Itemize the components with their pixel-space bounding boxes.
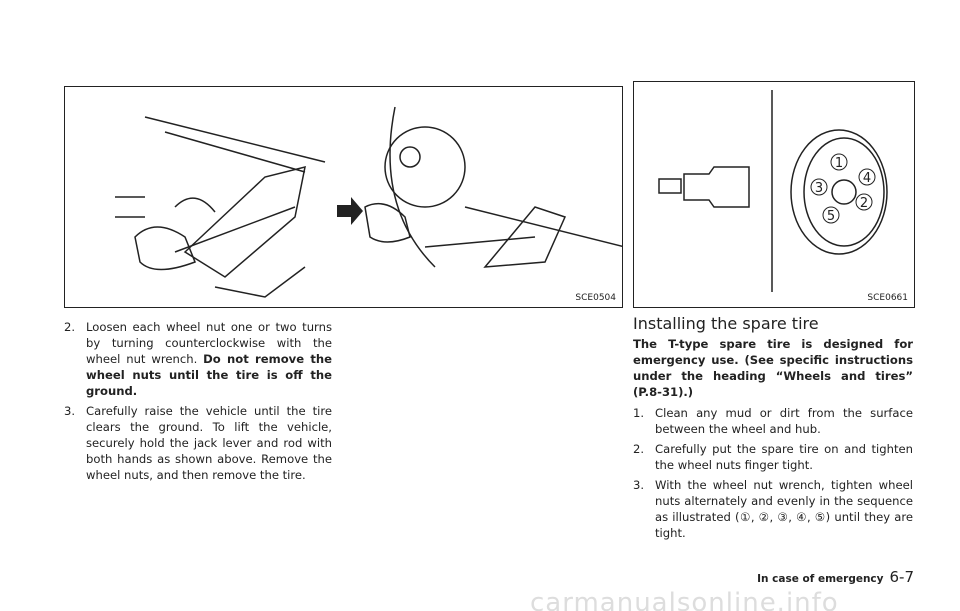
nut-label-2: 2 xyxy=(860,196,868,211)
page-number: 6-7 xyxy=(889,568,915,586)
jack-drawing xyxy=(115,106,626,298)
step-text: Carefully raise the vehicle until the ti… xyxy=(86,404,332,482)
jack-illustration: SCE0504 xyxy=(64,86,626,308)
nut-label-1: 1 xyxy=(835,156,843,171)
section-heading: Installing the spare tire xyxy=(633,314,819,333)
nut-label-4: 4 xyxy=(863,171,871,186)
right-column: Installing the spare tire The T-type spa… xyxy=(633,316,913,545)
page-footer: In case of emergency 6-7 xyxy=(757,568,914,586)
watermark: carmanualsonline.info xyxy=(530,588,839,611)
nut-label-5: 5 xyxy=(827,209,835,224)
step-number: 2. xyxy=(64,320,76,334)
section-intro: The T-type spare tire is designed for em… xyxy=(633,337,913,399)
step-item: 1. Clean any mud or dirt from the surface… xyxy=(633,405,913,437)
step-number: 3. xyxy=(633,478,645,492)
left-column: 2. Loosen each wheel nut one or two turn… xyxy=(64,319,332,487)
step-text: Clean any mud or dirt from the surface b… xyxy=(655,406,913,436)
step-item: 2. Carefully put the spare tire on and ti… xyxy=(633,441,913,473)
step-text: Loosen each wheel nut one or two turns b… xyxy=(86,320,332,366)
nut-label-3: 3 xyxy=(815,181,823,196)
step-number: 2. xyxy=(633,442,645,456)
step-text: With the wheel nut wrench, tighten wheel… xyxy=(655,478,913,540)
wheel-nut-drawing: 1 2 3 4 5 xyxy=(658,90,888,292)
step-item: 3. Carefully raise the vehicle until the… xyxy=(64,403,332,483)
footer-section: In case of emergency xyxy=(757,573,884,585)
wheel-nut-illustration: 1 2 3 4 5 SCE0661 xyxy=(633,81,915,308)
step-item: 2. Loosen each wheel nut one or two turn… xyxy=(64,319,332,399)
step-number: 1. xyxy=(633,406,645,420)
step-number: 3. xyxy=(64,404,76,418)
step-text: Carefully put the spare tire on and tigh… xyxy=(655,442,913,472)
step-item: 3. With the wheel nut wrench, tighten whe… xyxy=(633,477,913,541)
figure-code: SCE0661 xyxy=(867,293,908,303)
arrow-right-icon xyxy=(337,197,363,225)
figure-code: SCE0504 xyxy=(575,293,616,303)
step-warning: Do not remove the wheel nuts until the t… xyxy=(86,352,333,398)
